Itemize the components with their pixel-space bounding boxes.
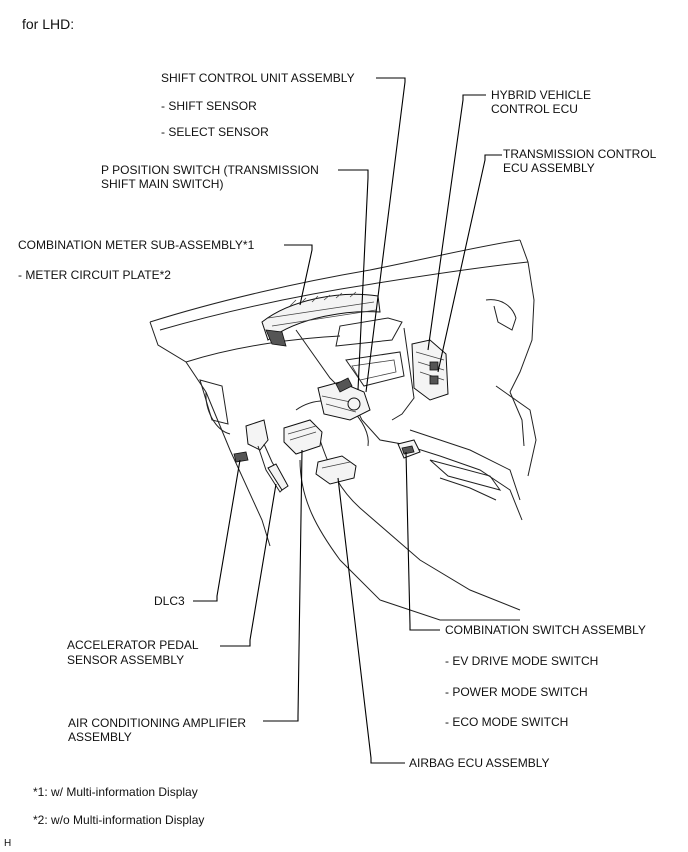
label-airbag-ecu: AIRBAG ECU ASSEMBLY (409, 756, 550, 770)
label-combination-switch: COMBINATION SWITCH ASSEMBLY (445, 623, 646, 637)
ac-amplifier-shape (283, 419, 323, 455)
footnote-2: *2: w/o Multi-information Display (33, 813, 205, 827)
label-ev-drive-mode: - EV DRIVE MODE SWITCH (445, 654, 599, 668)
airbag-ecu-shape (315, 455, 357, 485)
leader-lines (193, 77, 502, 764)
label-transmission-ecu-line2: ECU ASSEMBLY (503, 161, 595, 175)
page-header: for LHD: (22, 16, 75, 32)
shift-control-unit-shape (317, 377, 371, 421)
label-hybrid-ecu-line2: CONTROL ECU (491, 102, 578, 116)
accelerator-pedal-shape (245, 419, 289, 493)
footnote-1: *1: w/ Multi-information Display (33, 785, 198, 799)
label-dlc3: DLC3 (154, 594, 185, 608)
label-ac-amplifier-line2: ASSEMBLY (68, 730, 132, 744)
label-power-mode: - POWER MODE SWITCH (445, 685, 588, 699)
label-eco-mode: - ECO MODE SWITCH (445, 715, 569, 729)
label-select-sensor: - SELECT SENSOR (161, 125, 269, 139)
label-p-position-switch-line2: SHIFT MAIN SWITCH) (101, 177, 224, 191)
label-combination-meter: COMBINATION METER SUB-ASSEMBLY*1 (18, 238, 255, 252)
combination-meter-shape (261, 291, 381, 347)
label-accelerator-pedal-line1: ACCELERATOR PEDAL (67, 638, 199, 652)
dashboard-outline (149, 239, 537, 621)
label-p-position-switch-line1: P POSITION SWITCH (TRANSMISSION (101, 163, 319, 177)
corner-mark: H (4, 838, 12, 849)
label-shift-sensor: - SHIFT SENSOR (161, 99, 257, 113)
label-shift-control-unit: SHIFT CONTROL UNIT ASSEMBLY (161, 71, 355, 85)
label-ac-amplifier-line1: AIR CONDITIONING AMPLIFIER (68, 716, 247, 730)
label-accelerator-pedal-line2: SENSOR ASSEMBLY (67, 653, 185, 667)
combination-switch-shape (397, 439, 421, 459)
hybrid-ecu-shape (411, 339, 449, 401)
dlc3-shape (233, 451, 249, 463)
label-transmission-ecu-line1: TRANSMISSION CONTROL (503, 147, 657, 161)
label-hybrid-ecu-line1: HYBRID VEHICLE (491, 88, 592, 102)
label-meter-circuit-plate: - METER CIRCUIT PLATE*2 (18, 268, 171, 282)
